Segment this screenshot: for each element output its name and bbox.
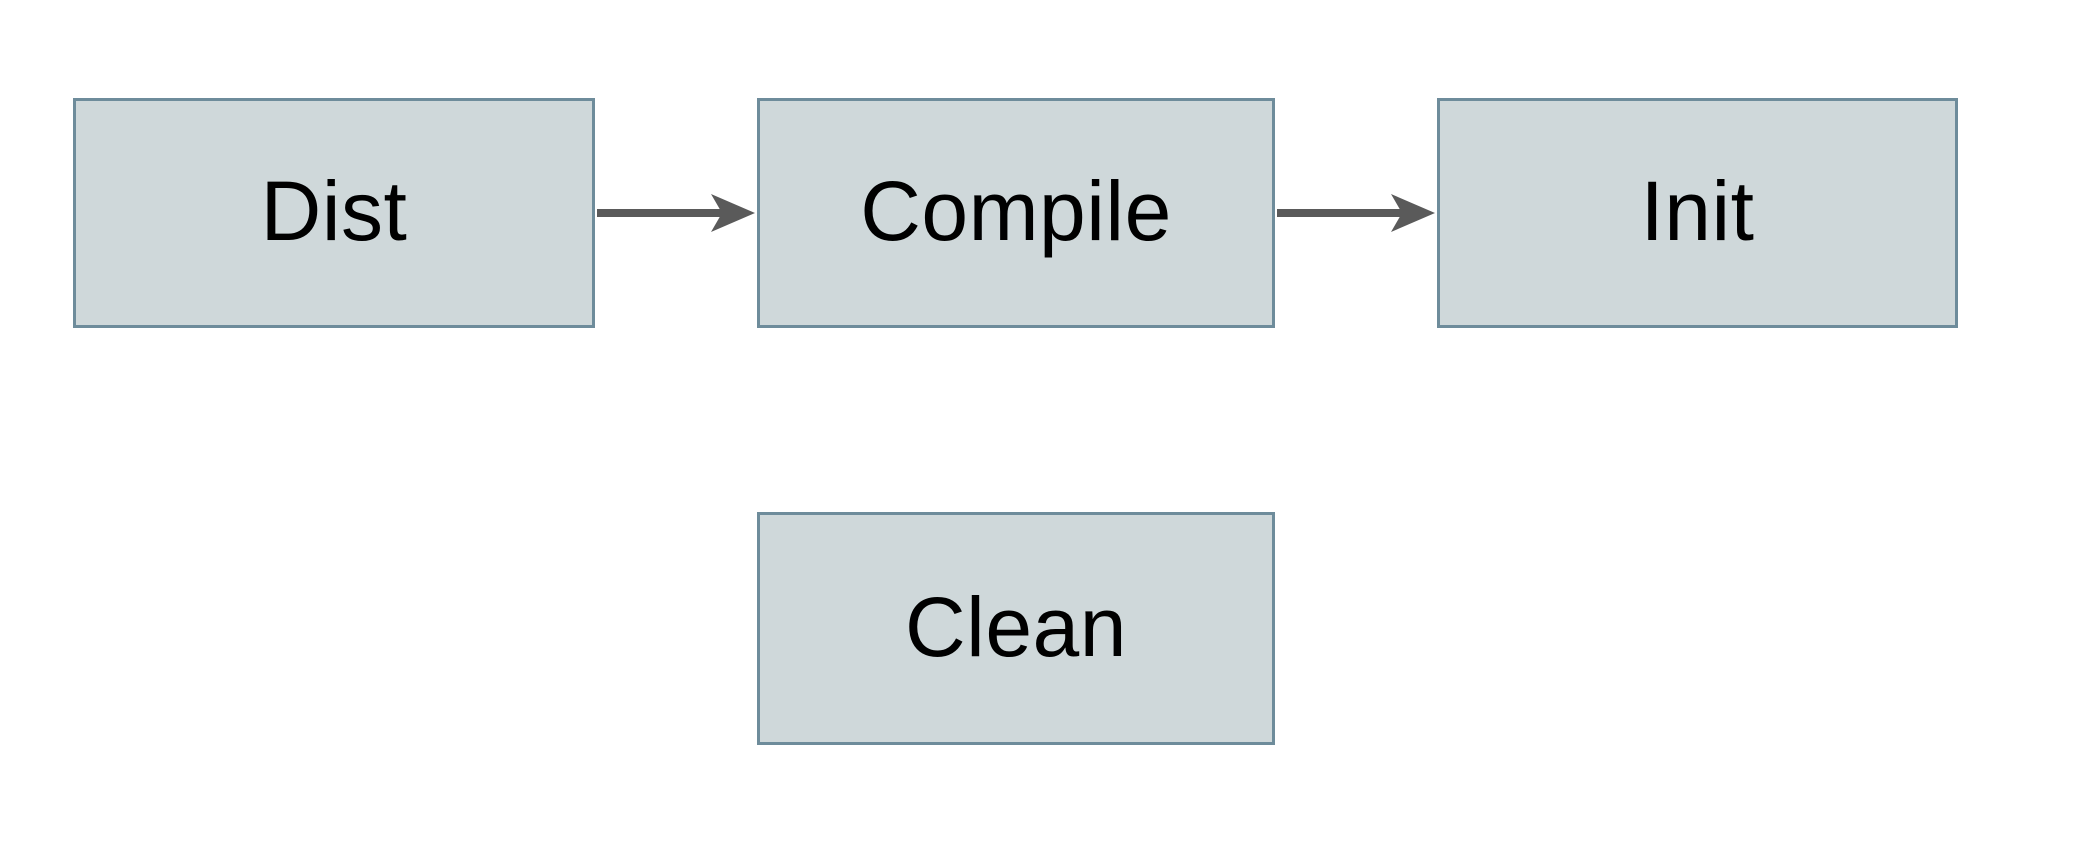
node-init: Init xyxy=(1437,98,1958,328)
node-clean: Clean xyxy=(757,512,1275,745)
node-compile-label: Compile xyxy=(860,164,1172,258)
node-dist: Dist xyxy=(73,98,595,328)
arrowhead-icon xyxy=(711,194,755,232)
arrow-compile-to-init xyxy=(1277,194,1435,232)
node-clean-label: Clean xyxy=(905,579,1127,674)
arrow-dist-to-compile xyxy=(597,194,755,232)
node-compile: Compile xyxy=(757,98,1275,328)
node-init-label: Init xyxy=(1640,164,1755,258)
node-dist-label: Dist xyxy=(260,164,408,258)
arrowhead-icon xyxy=(1391,194,1435,232)
